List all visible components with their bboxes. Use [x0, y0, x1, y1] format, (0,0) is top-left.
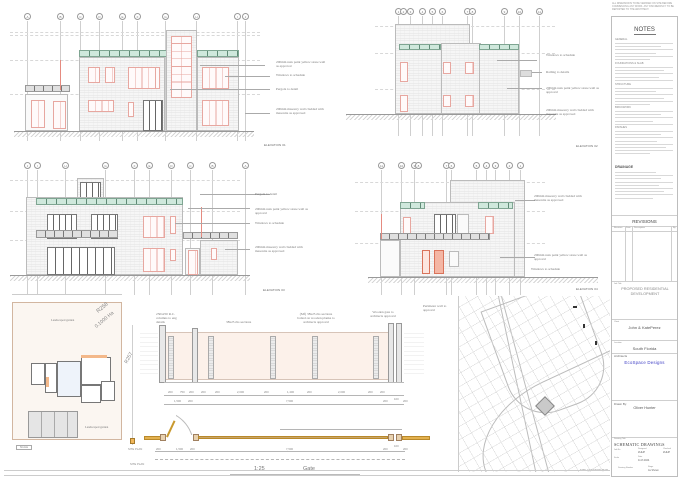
sliding-gate	[198, 436, 388, 439]
drainage-title: DRAINAGE	[615, 165, 634, 169]
grid-bubble: A	[24, 13, 31, 20]
elevation-note: Railing to details	[546, 70, 570, 74]
grid-bubble: J	[242, 13, 249, 20]
elevation-note: Windows to schedule	[255, 221, 285, 225]
balcony-railing	[25, 85, 70, 92]
gate-note: Perimeter wall to approval	[423, 304, 447, 312]
elevation-note: 200mm masonry wall cladded with masonite…	[546, 108, 594, 116]
notes-section-heading: FINISHES	[615, 126, 627, 129]
grid-bubble: E	[119, 13, 126, 20]
site-location-map: SITE LOCATION MAP	[458, 296, 610, 472]
revisions-title: REVISIONS	[632, 219, 657, 224]
elevation-note: Windows to schedule	[276, 73, 306, 77]
notes-section-heading: GENERAL	[615, 38, 628, 41]
wall-right	[402, 436, 430, 440]
gate-elevation: 250x250 R.C. columns to eng details 38x2…	[140, 298, 460, 388]
stair-window	[171, 36, 192, 98]
gate-plan: 200 750 200 200 200 2,000 200 1,400 200 …	[140, 388, 460, 479]
elevation-02: 1 2 3 4 5 6 7 8 9 10 11	[340, 0, 610, 160]
elevation-note: 200mm nuts paint yellow stone wall as ap…	[255, 207, 308, 215]
drawn-by-name: Oliver Hunter	[633, 406, 656, 410]
grid-bubble: F	[134, 13, 141, 20]
elevation-note: Pergola to detail	[276, 87, 299, 91]
grid-bubble: D	[96, 13, 103, 20]
grid-bubble: C	[77, 13, 84, 20]
elevation-note: 200mm nuts paint yellow stone wall as ap…	[534, 253, 587, 261]
elevation-note: 200mm masonry wall cladded with masonite…	[255, 245, 303, 253]
gate-note: 250x250 R.C. columns to eng details	[156, 312, 177, 324]
elevation-note: 200mm nuts paint yellow stone wall as ap…	[546, 86, 599, 94]
elevation-label: ELEVATION 04	[576, 287, 598, 291]
elevation-note: 200mm masonry wall cladded with masonite…	[276, 107, 324, 115]
notes-section-heading: BRICKWORK	[615, 106, 631, 109]
railing-detail	[520, 70, 532, 77]
location-name: South Florida	[632, 346, 657, 351]
elevation-note: Pergola to detail	[255, 192, 278, 196]
site-plan-label: SITE PLAN	[128, 447, 143, 451]
architect-name: EcoSpace Designs	[624, 360, 665, 365]
gate-scale: 1:25	[254, 466, 265, 472]
client-name: John & KatePerez	[628, 325, 661, 330]
elevation-label: ELEVATION 03	[263, 288, 285, 292]
floor-plan	[25, 349, 115, 409]
grid-bubble: H	[193, 13, 200, 20]
drawing-title: SCHEMATIC DRAWINGS	[614, 442, 665, 447]
elevation-03: J I H G F E D C B A	[0, 160, 330, 300]
elevation-note: 200mm masonry wall cladded with masonite…	[534, 194, 582, 202]
gate-note: Wooden gate to architects approval	[370, 310, 396, 318]
scale-box: SCALE	[16, 445, 32, 450]
elevation-01: A B C D E F G H I J	[0, 0, 330, 160]
grid-bubble: G	[162, 13, 169, 20]
door	[422, 250, 430, 274]
grid-bubble: B	[57, 13, 64, 20]
disclaimer: ALL DIMENSIONS TO BE VERIFIED ON SITE BE…	[612, 2, 674, 11]
gate-title: Gate	[303, 466, 315, 472]
gate-note: (Mf) 38x25 rhs sections bolted on wooden…	[297, 312, 335, 324]
door	[434, 250, 444, 274]
gate-note: 38x25 rhs sections	[226, 320, 252, 324]
notes-section-heading: FOUNDATIONS & SLAB	[615, 62, 644, 65]
site-plan: Landscaped garden R258 0.1000 Ha Landsca…	[12, 301, 122, 440]
notes-section-heading: STRUCTURE	[615, 83, 631, 86]
elevation-note: 200mm nuts paint yellow stone wall as ap…	[276, 60, 326, 68]
elevation-label: ELEVATION 01	[264, 143, 286, 147]
elevation-04: 11 10 9 8 7 6 5 4 3 2 1	[340, 160, 610, 300]
notes-title: NOTES	[634, 27, 655, 33]
elevation-label: ELEVATION 02	[576, 144, 598, 148]
elevation-note: Windows to schedule	[531, 267, 561, 271]
entrance-door	[143, 100, 163, 131]
site-plan-label-2: SITE PLAN	[130, 462, 145, 466]
site-area: 0.1000 Ha	[93, 310, 116, 330]
gate-leaf-open	[166, 420, 176, 438]
project-title: PROPOSED RESIDENTIAL DEVELOPMENT	[621, 287, 669, 296]
title-block: NOTES GENERAL FOUNDATIONS & SLAB STRUCTU…	[611, 16, 678, 477]
garage	[28, 411, 78, 438]
dimension: 200	[168, 390, 173, 394]
grid-bubble: I	[234, 13, 241, 20]
pergola	[79, 50, 168, 57]
elevation-note: Windows to schedule	[546, 53, 576, 57]
